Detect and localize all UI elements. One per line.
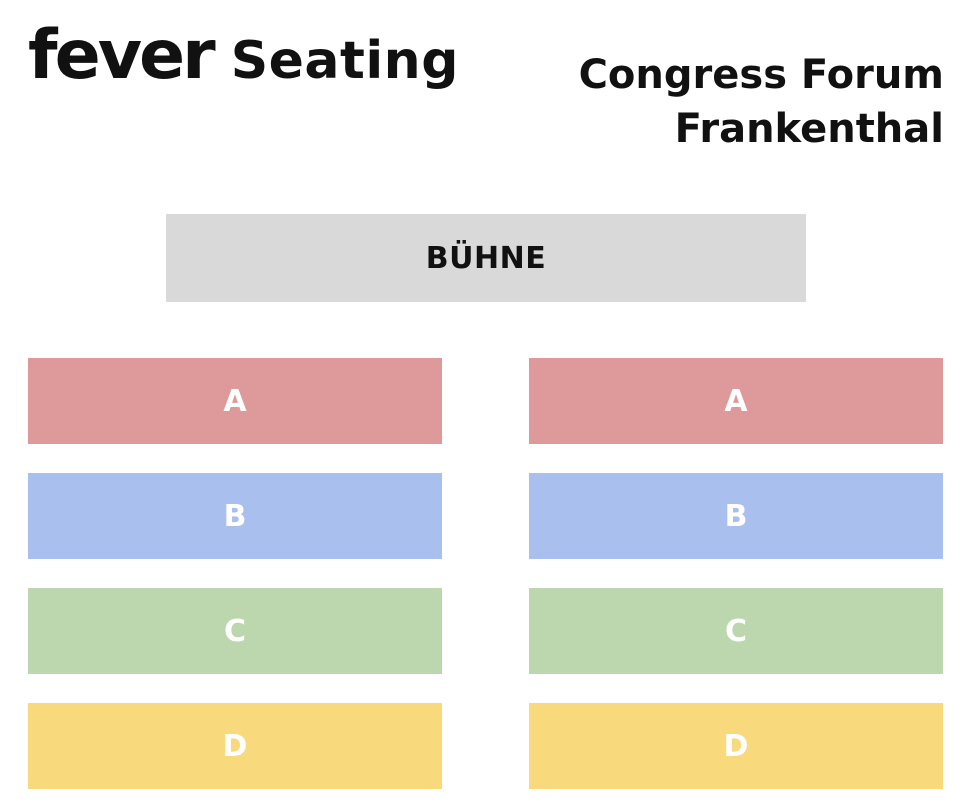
section-label: D: [723, 728, 749, 764]
section-label: A: [724, 383, 748, 419]
brand-suffix: Seating: [230, 31, 459, 91]
section-right-c[interactable]: C: [529, 588, 943, 674]
venue-name: Congress Forum Frankenthal: [579, 48, 944, 156]
section-label: A: [223, 383, 247, 419]
section-label: B: [223, 498, 247, 534]
section-left-c[interactable]: C: [28, 588, 442, 674]
section-left-d[interactable]: D: [28, 703, 442, 789]
section-left-b[interactable]: B: [28, 473, 442, 559]
section-label: D: [222, 728, 248, 764]
brand-header: fever Seating: [28, 22, 459, 90]
section-label: C: [223, 613, 247, 649]
fever-logo: fever: [28, 16, 216, 95]
section-right-a[interactable]: A: [529, 358, 943, 444]
stage: BÜHNE: [166, 214, 806, 302]
section-left-a[interactable]: A: [28, 358, 442, 444]
section-label: B: [724, 498, 748, 534]
section-label: C: [724, 613, 748, 649]
section-right-b[interactable]: B: [529, 473, 943, 559]
section-right-d[interactable]: D: [529, 703, 943, 789]
venue-line-1: Congress Forum: [578, 52, 944, 98]
stage-label: BÜHNE: [425, 240, 547, 276]
venue-line-2: Frankenthal: [674, 106, 944, 152]
